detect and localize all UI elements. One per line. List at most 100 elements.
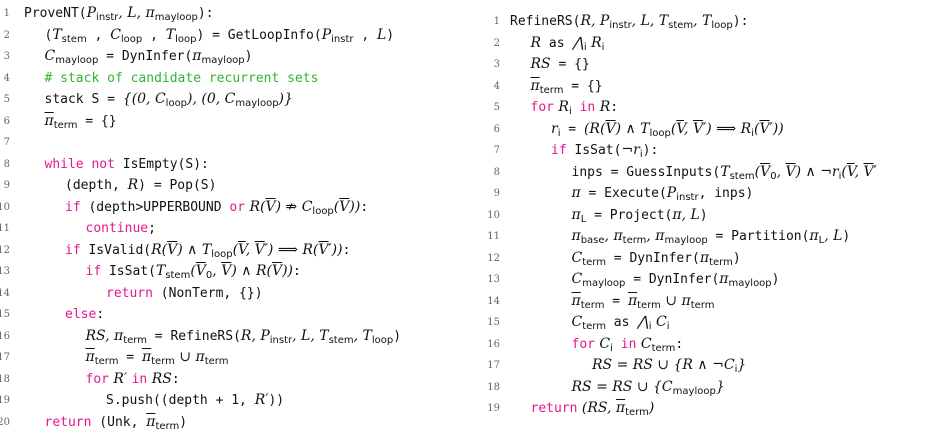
subscript: instr bbox=[331, 33, 354, 45]
code-token: = RefineRS( bbox=[146, 328, 241, 344]
code-token: , bbox=[142, 27, 166, 43]
math-overbar-token: V bbox=[254, 241, 265, 258]
keyword: return bbox=[106, 285, 153, 301]
math-token: ( bbox=[841, 163, 847, 180]
subscript: term bbox=[651, 342, 676, 354]
math-token: , bbox=[776, 163, 786, 180]
line-number: 14 bbox=[0, 287, 10, 299]
line-number: 5 bbox=[3, 94, 10, 105]
code-line: 9(depth, R) = Pop(S) bbox=[0, 175, 480, 197]
code-token: : bbox=[675, 336, 684, 352]
math-token: )} bbox=[278, 91, 293, 107]
code-text: RS = {} bbox=[510, 54, 590, 76]
keyword: for bbox=[571, 336, 595, 352]
subscript: stem bbox=[668, 20, 694, 31]
subscript: L bbox=[580, 213, 587, 225]
code-text: for R′ in RS: bbox=[24, 369, 180, 391]
code-text: Cterm = DynInfer(πterm) bbox=[510, 248, 741, 274]
math-token: π bbox=[571, 228, 581, 244]
math-token: {(0, C bbox=[122, 91, 166, 107]
line-number: 10 bbox=[487, 209, 500, 221]
keyword: in bbox=[571, 100, 596, 115]
code-token: ; bbox=[148, 221, 156, 236]
subscript: loop bbox=[371, 334, 394, 346]
code-token: S.push((depth + 1, bbox=[106, 393, 255, 408]
subscript: term bbox=[582, 256, 606, 268]
keyword: if bbox=[65, 199, 81, 215]
math-overbar-token: V bbox=[692, 120, 704, 137]
code-text: # stack of candidate recurrent sets bbox=[24, 68, 319, 90]
line-number: 2 bbox=[3, 29, 10, 41]
line-number: 15 bbox=[0, 309, 10, 320]
line-number: 20 bbox=[0, 416, 10, 428]
math-token: } bbox=[737, 357, 747, 373]
code-token: ): bbox=[642, 143, 659, 158]
code-token: : bbox=[610, 100, 619, 115]
subscript: i bbox=[838, 170, 842, 182]
code-text: stack S = {(0, Cloop), (0, Cmayloop)} bbox=[24, 89, 293, 115]
subscript: mayloop bbox=[154, 12, 198, 23]
math-token: C bbox=[110, 26, 121, 43]
math-token: R bbox=[127, 177, 139, 193]
math-token: ( bbox=[754, 120, 760, 137]
subscript: stem bbox=[165, 270, 191, 281]
math-token: RS bbox=[530, 56, 551, 72]
subscript: 0 bbox=[205, 270, 213, 281]
code-text: if IsSat(Tstem(V0, V) ∧ R(V)): bbox=[24, 261, 301, 287]
math-token: π bbox=[571, 206, 581, 223]
subscript: term bbox=[580, 299, 605, 311]
subscript: loop bbox=[175, 33, 197, 45]
subscript: mayloop bbox=[582, 278, 626, 289]
math-token: , bbox=[854, 163, 864, 180]
code-text: RS, πterm = RefineRS(R, Pinstr, L, Tstem… bbox=[24, 326, 402, 352]
line-number: 6 bbox=[493, 123, 500, 135]
math-token: L bbox=[376, 26, 387, 43]
code-text: S.push((depth + 1, R′)) bbox=[24, 390, 284, 412]
keyword: if bbox=[65, 242, 81, 258]
subscript: term bbox=[625, 407, 649, 418]
math-token: , L, T bbox=[631, 13, 669, 29]
code-text: inps = GuessInputs(Tstem(V0, V) ∧ ¬ri(V,… bbox=[510, 162, 877, 188]
code-token: = {} bbox=[77, 113, 117, 129]
line-number: 9 bbox=[493, 188, 500, 199]
math-token: π bbox=[809, 228, 819, 244]
code-token: ) bbox=[386, 27, 395, 43]
math-token: ( bbox=[670, 120, 677, 137]
math-token: RS = RS ∪ {C bbox=[571, 378, 673, 395]
keyword: return bbox=[44, 414, 92, 430]
math-token: R bbox=[530, 34, 542, 51]
math-token: ′) ⟹ R( bbox=[264, 241, 319, 258]
line-number: 16 bbox=[0, 330, 10, 342]
code-text: for Ci in Cterm: bbox=[510, 334, 684, 360]
subscript: loop bbox=[211, 248, 233, 260]
math-token: , π bbox=[646, 228, 665, 244]
math-token: π, L bbox=[672, 206, 700, 223]
line-number: 1 bbox=[493, 16, 500, 27]
code-text: πterm = {} bbox=[24, 111, 117, 137]
code-line: 7 bbox=[0, 132, 480, 154]
math-token: R bbox=[553, 99, 569, 115]
math-token: (RS, bbox=[577, 400, 616, 416]
code-text: RS = RS ∪ {Cmayloop} bbox=[510, 377, 725, 403]
line-number: 17 bbox=[0, 352, 10, 363]
line-number: 7 bbox=[3, 137, 10, 148]
subscript: stem bbox=[61, 33, 87, 45]
math-token: ) ∧ T bbox=[615, 120, 650, 137]
code-text: ri = (R(V) ∧ Tloop(V, V′) ⟹ Ri(V′)) bbox=[510, 119, 784, 145]
math-token: π bbox=[571, 185, 581, 201]
code-token: (depth, bbox=[65, 178, 128, 193]
math-overbar-token: V bbox=[221, 263, 232, 279]
subscript: loop bbox=[165, 98, 188, 109]
line-number: 14 bbox=[487, 295, 500, 307]
math-overbar-token: π bbox=[146, 413, 156, 430]
math-token: , bbox=[212, 263, 222, 279]
